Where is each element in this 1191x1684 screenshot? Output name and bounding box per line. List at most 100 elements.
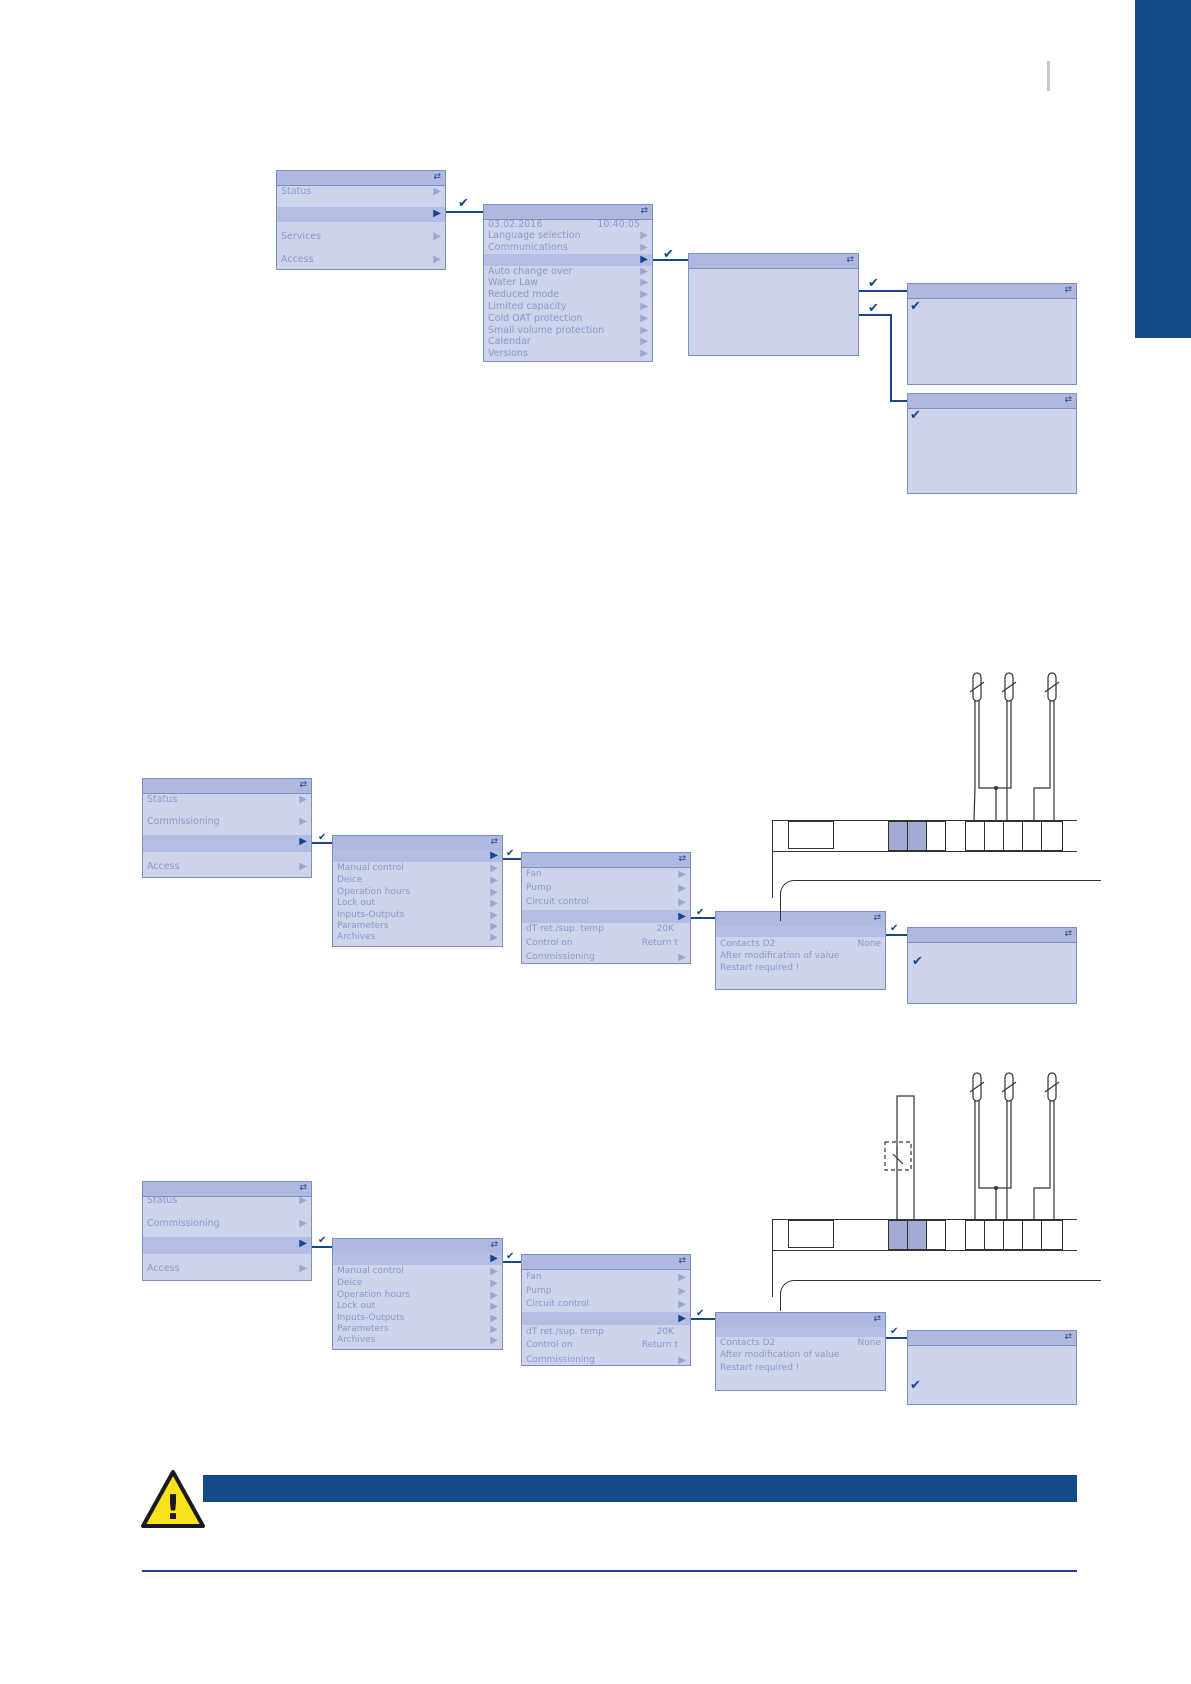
arrow-right-icon: ▶ — [678, 1272, 686, 1283]
navigation-icon[interactable]: ⇄ — [1064, 395, 1072, 405]
check-icon[interactable]: ✔ — [910, 408, 921, 423]
date-value: 03.02.2016 — [488, 219, 543, 230]
menu-item-circuit-control[interactable]: Circuit control▶ — [526, 897, 686, 908]
menu-item-fan[interactable]: Fan▶ — [526, 1272, 686, 1283]
navigation-icon[interactable]: ⇄ — [299, 1183, 307, 1193]
navigation-icon[interactable]: ⇄ — [873, 1314, 881, 1324]
menu-item-commissioning[interactable]: Commissioning▶ — [147, 816, 307, 827]
menu-item-selected[interactable]: ▶ — [522, 1312, 690, 1325]
navigation-icon[interactable]: ⇄ — [873, 913, 881, 923]
menu-item-selected[interactable]: ▶ — [333, 850, 502, 862]
menu-item-commissioning[interactable]: Commissioning▶ — [526, 1355, 686, 1366]
menu-item-selected[interactable]: ▶ — [484, 254, 652, 266]
arrow-right-icon: ▶ — [490, 1313, 498, 1324]
menu-item[interactable]: Operation hours▶ — [337, 887, 498, 898]
menu-item-pump[interactable]: Pump▶ — [526, 883, 686, 894]
menu-item-selected[interactable]: ▶ — [277, 207, 445, 222]
navigation-icon[interactable]: ⇄ — [1064, 1332, 1072, 1342]
navigation-icon[interactable]: ⇄ — [846, 255, 854, 265]
menu-item[interactable]: Archives▶ — [337, 1335, 498, 1346]
arrow-right-icon: ▶ — [490, 1266, 498, 1277]
menu-item-fan[interactable]: Fan▶ — [526, 869, 686, 880]
menu-item[interactable]: Reduced mode▶ — [488, 289, 648, 300]
navigation-icon[interactable]: ⇄ — [1064, 285, 1072, 295]
navigation-icon[interactable]: ⇄ — [490, 1240, 498, 1250]
navigation-icon[interactable]: ⇄ — [640, 206, 648, 216]
menu-item[interactable]: Manual control▶ — [337, 863, 498, 874]
arrow-right-icon: ▶ — [299, 1263, 307, 1274]
menu-item[interactable]: Cold OAT protection▶ — [488, 313, 648, 324]
terminal — [984, 1220, 1004, 1250]
menu-item-selected[interactable]: ▶ — [333, 1253, 502, 1265]
arrow-right-icon: ▶ — [433, 208, 441, 219]
menu-item-circuit-control[interactable]: Circuit control▶ — [526, 1299, 686, 1310]
arrow-right-icon: ▶ — [490, 875, 498, 886]
navigation-icon[interactable]: ⇄ — [1064, 929, 1072, 939]
menu-item-services[interactable]: Services▶ — [281, 231, 441, 242]
navigation-icon[interactable]: ⇄ — [433, 172, 441, 182]
menu-item[interactable]: Limited capacity▶ — [488, 301, 648, 312]
menu-item[interactable]: Deice▶ — [337, 1278, 498, 1289]
menu-item[interactable]: Archives▶ — [337, 932, 498, 943]
connector-block — [788, 1220, 834, 1248]
menu-item-commissioning[interactable]: Commissioning▶ — [147, 1218, 307, 1229]
menu-item-selected[interactable]: ▶ — [522, 910, 690, 923]
terminal — [1003, 1220, 1023, 1250]
menu-item[interactable]: Communications▶ — [488, 242, 648, 253]
menu-item[interactable]: Deice▶ — [337, 875, 498, 886]
menu-item-status[interactable]: Status▶ — [147, 1195, 307, 1206]
arrow-right-icon: ▶ — [299, 861, 307, 872]
menu-item[interactable]: Calendar▶ — [488, 336, 648, 347]
connector — [691, 917, 716, 919]
navigation-icon[interactable]: ⇄ — [490, 837, 498, 847]
menu-item-selected[interactable]: ▶ — [143, 835, 311, 852]
navigation-icon[interactable]: ⇄ — [299, 780, 307, 790]
menu-item[interactable]: Parameters▶ — [337, 921, 498, 932]
menu-item[interactable]: Auto change over▶ — [488, 266, 648, 277]
submenu-panel: ⇄ — [688, 253, 859, 356]
arrow-right-icon: ▶ — [640, 277, 648, 288]
navigation-icon[interactable]: ⇄ — [678, 1256, 686, 1266]
menu-item[interactable]: Water Law▶ — [488, 277, 648, 288]
menu-item[interactable]: Manual control▶ — [337, 1266, 498, 1277]
menu-item-status[interactable]: Status▶ — [281, 186, 441, 197]
main-menu-panel: ⇄ Status▶ Commissioning▶ ▶ Access▶ — [142, 1181, 312, 1281]
check-icon[interactable]: ✔ — [910, 299, 921, 314]
menu-item[interactable]: Language selection▶ — [488, 230, 648, 241]
menu-item-selected[interactable] — [716, 926, 885, 937]
menu-item[interactable]: Inputs-Outputs▶ — [337, 910, 498, 921]
menu-item-pump[interactable]: Pump▶ — [526, 1286, 686, 1297]
menu-item-access[interactable]: Access▶ — [147, 1263, 307, 1274]
menu-item-access[interactable]: Access▶ — [147, 861, 307, 872]
arrow-right-icon: ▶ — [678, 911, 686, 922]
menu-item-selected[interactable] — [716, 1327, 885, 1337]
menu-item[interactable]: Versions▶ — [488, 348, 648, 359]
menu-item[interactable]: Small volume protection▶ — [488, 325, 648, 336]
navigation-icon[interactable]: ⇄ — [678, 854, 686, 864]
menu-item-access[interactable]: Access▶ — [281, 254, 441, 265]
menu-item[interactable]: Lock out▶ — [337, 898, 498, 909]
menu-item[interactable]: Lock out▶ — [337, 1301, 498, 1312]
check-icon[interactable]: ✔ — [910, 1378, 921, 1393]
menu-item-status[interactable]: Status▶ — [147, 794, 307, 805]
menu-item[interactable]: Inputs-Outputs▶ — [337, 1313, 498, 1324]
info-text: After modification of value — [720, 1350, 840, 1360]
sensor-probes — [969, 672, 1060, 821]
menu-item[interactable]: Operation hours▶ — [337, 1290, 498, 1301]
info-text: Restart required ! — [720, 963, 800, 973]
option-panel-b: ⇄ ✔ — [907, 393, 1077, 494]
menu-item-selected[interactable]: ▶ — [143, 1237, 311, 1254]
check-icon: ✔ — [696, 907, 705, 918]
arrow-right-icon: ▶ — [299, 1238, 307, 1249]
arrow-right-icon: ▶ — [490, 1324, 498, 1335]
menu-item-commissioning[interactable]: Commissioning▶ — [526, 952, 686, 963]
check-icon[interactable]: ✔ — [912, 954, 923, 969]
arrow-right-icon: ▶ — [490, 1335, 498, 1346]
menu-item[interactable]: Parameters▶ — [337, 1324, 498, 1335]
